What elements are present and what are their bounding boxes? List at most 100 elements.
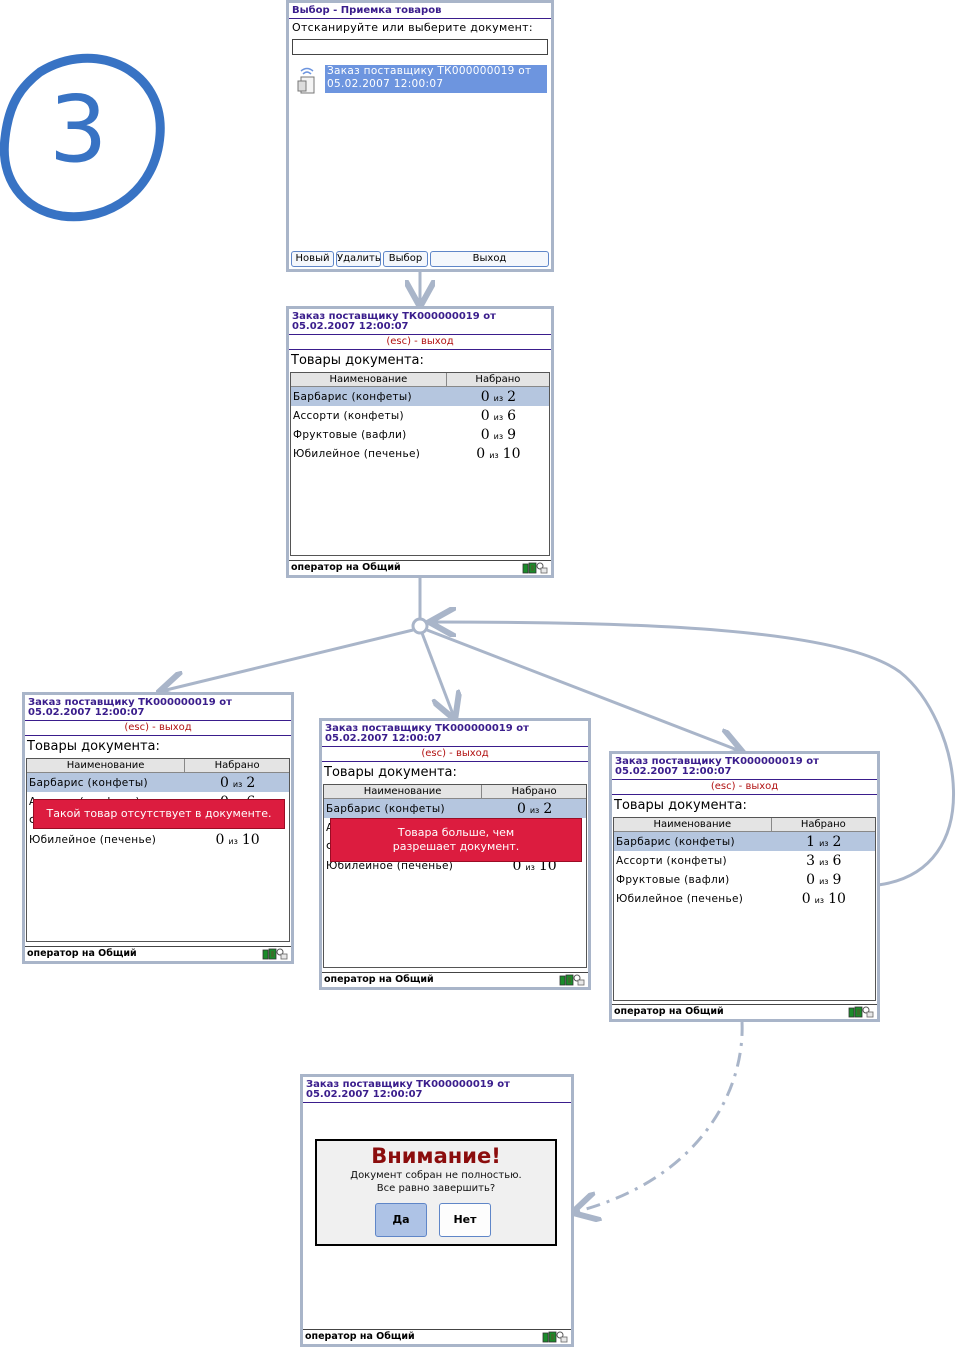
- operator-label: оператор на Общий: [27, 948, 137, 959]
- picked-value: 0: [215, 831, 225, 848]
- step-number-badge: 3: [0, 50, 170, 225]
- picked-value: 1: [806, 833, 816, 850]
- esc-hint: (esc) - выход: [612, 780, 877, 795]
- item-name: Юбилейное (печенье): [29, 833, 157, 846]
- column-picked-header: Набрано: [214, 760, 260, 771]
- dialog-message-line1: Документ собран не полностью.: [350, 1170, 522, 1181]
- picked-value: 0: [512, 857, 522, 874]
- junction-node: [411, 617, 429, 635]
- battery-icon: [542, 1331, 568, 1343]
- arrow-to-excess: [420, 632, 454, 717]
- item-name: Барбарис (конфеты): [29, 776, 148, 789]
- item-name: Барбарис (конфеты): [616, 835, 735, 848]
- goods-header: Товары документа:: [27, 739, 160, 754]
- of-word: из: [232, 779, 243, 789]
- goods-header: Товары документа:: [291, 353, 424, 368]
- item-name: Барбарис (конфеты): [293, 390, 412, 403]
- picked-value: 0: [476, 445, 486, 462]
- document-list-item-selected[interactable]: Заказ поставщику ТК000000019 от 05.02.20…: [325, 65, 547, 93]
- of-word: из: [228, 836, 238, 846]
- total-value: 9: [507, 426, 517, 443]
- warning-dialog: Внимание! Документ собран не полностью. …: [315, 1139, 557, 1246]
- status-bar: оператор на Общий: [25, 946, 291, 961]
- status-bar: оператор на Общий: [303, 1329, 571, 1344]
- scan-input[interactable]: [292, 39, 548, 55]
- button-bar: Новый Удалить Выбор Выход: [289, 251, 551, 267]
- column-picked-header: Набрано: [800, 819, 846, 830]
- screen-title: Заказ поставщику ТК000000019 от 05.02.20…: [322, 721, 588, 747]
- of-word: из: [489, 450, 499, 460]
- goods-header: Товары документа:: [614, 798, 747, 813]
- operator-label: оператор на Общий: [291, 562, 401, 573]
- of-word: из: [814, 895, 825, 905]
- picked-value: 0: [219, 774, 229, 791]
- esc-hint: (esc) - выход: [289, 335, 551, 350]
- battery-icon: [522, 562, 548, 574]
- screen-title: Заказ поставщику ТК000000019 от 05.02.20…: [612, 754, 877, 780]
- item-name: Ассорти (конфеты): [293, 409, 404, 422]
- column-name-header: Наименование: [324, 785, 483, 798]
- document-icon: [297, 67, 317, 95]
- column-name-header: Наименование: [614, 818, 772, 831]
- column-picked-header: Набрано: [475, 374, 521, 385]
- total-value: 9: [832, 871, 842, 888]
- total-value: 10: [241, 831, 260, 848]
- goods-header: Товары документа:: [324, 765, 457, 780]
- picked-value: 0: [480, 407, 490, 424]
- picked-value: 0: [480, 388, 490, 405]
- column-name-header: Наименование: [291, 373, 447, 386]
- battery-icon: [262, 948, 288, 960]
- table-header: Наименование Набрано: [614, 818, 875, 832]
- esc-hint: (esc) - выход: [25, 721, 291, 736]
- scan-prompt: Отсканируйте или выберите документ:: [292, 21, 533, 34]
- picked-value: 3: [806, 852, 816, 869]
- status-bar: оператор на Общий: [289, 560, 551, 575]
- dialog-title: Внимание!: [371, 1144, 501, 1168]
- total-value: 2: [832, 833, 842, 850]
- of-word: из: [819, 838, 829, 848]
- item-name: Ассорти (конфеты): [616, 854, 727, 867]
- operator-label: оператор на Общий: [614, 1006, 724, 1017]
- arrow-to-missing: [162, 628, 414, 691]
- goods-table: Наименование Набрано Барбарис (конфеты)0…: [323, 784, 587, 968]
- picked-value: 0: [801, 890, 811, 907]
- select-button[interactable]: Выбор: [383, 251, 428, 267]
- of-word: из: [525, 862, 535, 872]
- total-value: 2: [507, 388, 517, 405]
- total-value: 2: [246, 774, 256, 791]
- item-name: Барбарис (конфеты): [326, 802, 445, 815]
- operator-label: оператор на Общий: [324, 974, 434, 985]
- item-name: Юбилейное (печенье): [616, 892, 744, 905]
- goods-table: Наименование Набрано Барбарис (конфеты) 1…: [613, 817, 876, 1001]
- delete-button[interactable]: Удалить: [336, 251, 381, 267]
- table-header: Наименование Набрано: [27, 759, 289, 773]
- exit-button[interactable]: Выход: [430, 251, 549, 267]
- table-header: Наименование Набрано: [291, 373, 549, 387]
- item-name: Фруктовые (вафли): [293, 428, 407, 441]
- screen-error-excess-quantity: Заказ поставщику ТК000000019 от 05.02.20…: [319, 718, 591, 990]
- of-word: из: [493, 412, 504, 422]
- of-word: из: [819, 857, 829, 867]
- yes-button[interactable]: Да: [375, 1203, 427, 1237]
- no-button[interactable]: Нет: [439, 1203, 491, 1237]
- total-value: 10: [502, 445, 521, 462]
- item-name: Фруктовые (вафли): [616, 873, 730, 886]
- new-button[interactable]: Новый: [291, 251, 334, 267]
